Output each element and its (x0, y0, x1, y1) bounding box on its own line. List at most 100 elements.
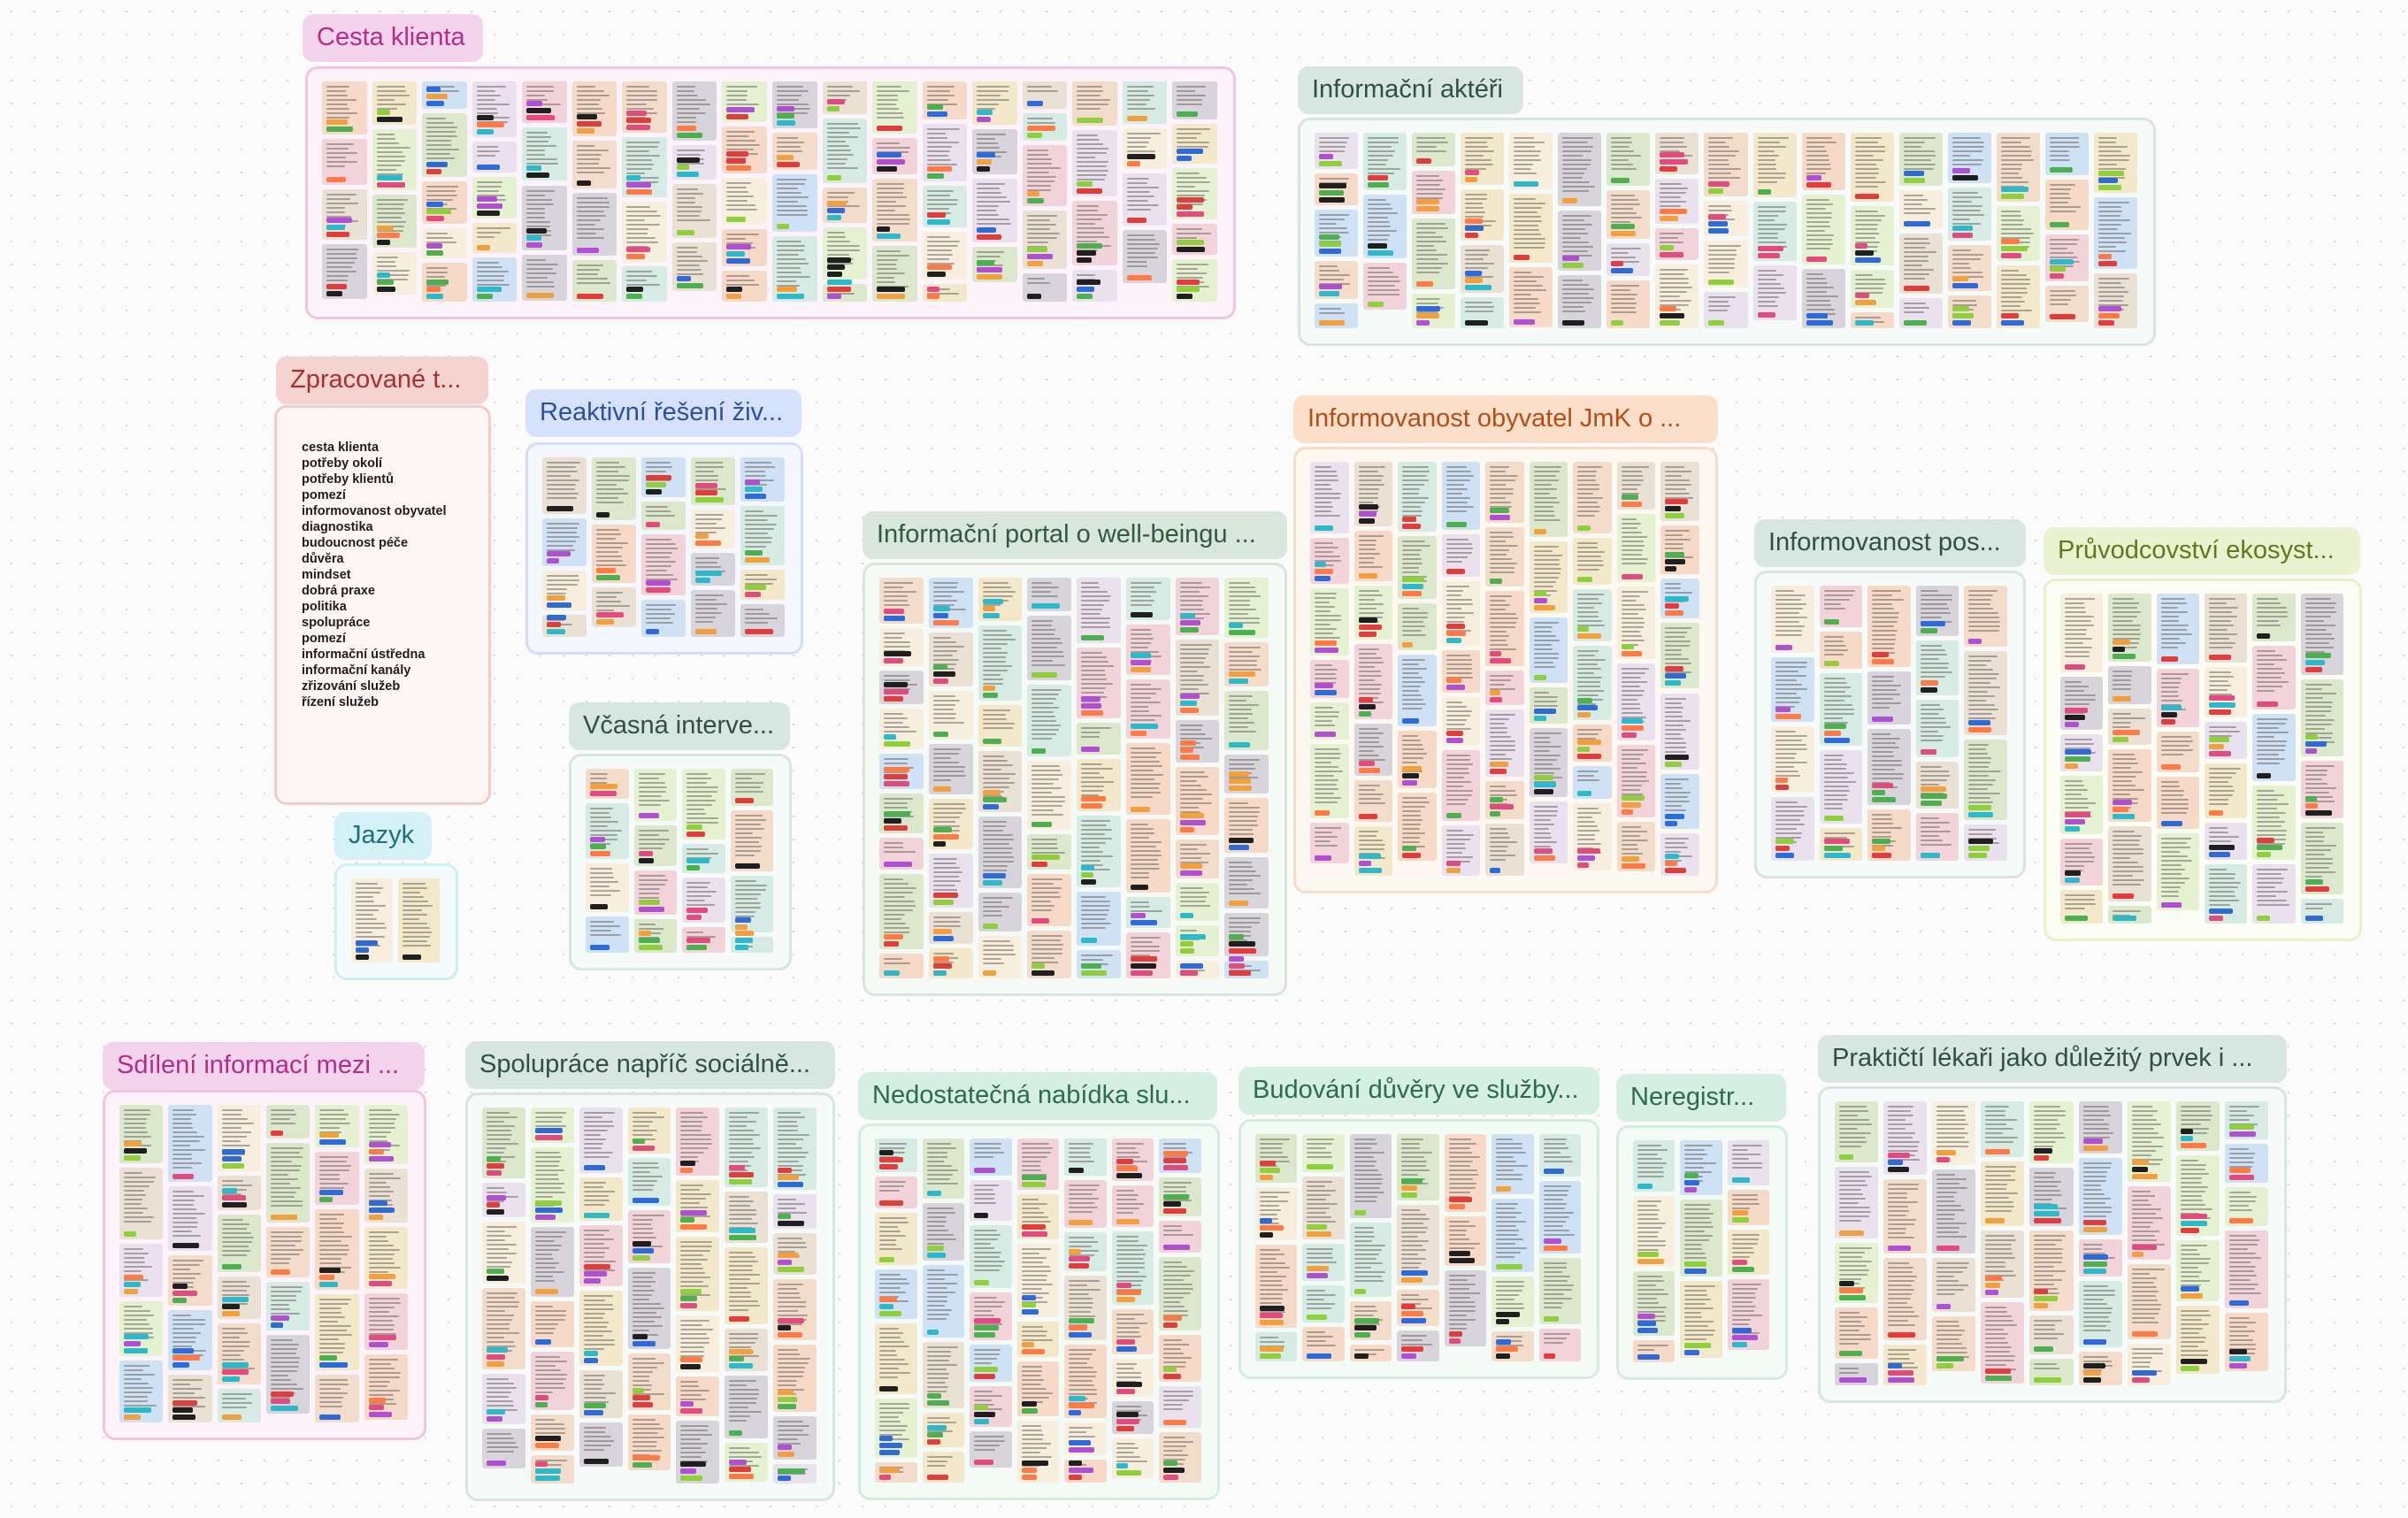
sticky-note[interactable] (586, 769, 629, 800)
sticky-note[interactable] (1752, 133, 1797, 197)
sticky-note[interactable] (530, 1301, 574, 1348)
sticky-note[interactable] (2156, 668, 2199, 727)
sticky-note[interactable] (740, 506, 785, 566)
sticky-note[interactable] (1125, 818, 1170, 893)
sticky-note[interactable] (1077, 816, 1121, 888)
sticky-note[interactable] (1996, 265, 2040, 328)
sticky-note[interactable] (1016, 1138, 1060, 1191)
sticky-note[interactable] (2093, 133, 2137, 193)
sticky-note[interactable] (1175, 924, 1220, 957)
sticky-note[interactable] (1315, 133, 1359, 170)
sticky-note[interactable] (872, 137, 917, 174)
sticky-note[interactable] (1064, 1138, 1107, 1177)
sticky-note[interactable] (922, 1413, 965, 1447)
sticky-note[interactable] (730, 810, 773, 871)
sticky-note[interactable] (1315, 173, 1359, 206)
sticky-note[interactable] (875, 1399, 917, 1459)
sticky-note[interactable] (1660, 693, 1699, 770)
sticky-note[interactable] (1801, 194, 1845, 264)
sticky-note[interactable] (1224, 857, 1269, 908)
sticky-note[interactable] (978, 893, 1023, 932)
sticky-note[interactable] (1077, 723, 1121, 755)
sticky-note[interactable] (315, 1293, 359, 1370)
sticky-note[interactable] (168, 1105, 212, 1183)
sticky-note[interactable] (1771, 726, 1814, 794)
sticky-note[interactable] (266, 1335, 311, 1414)
sticky-note[interactable] (1412, 218, 1456, 290)
sticky-note[interactable] (1175, 839, 1220, 878)
sticky-note[interactable] (676, 1236, 720, 1312)
sticky-note[interactable] (773, 1463, 817, 1484)
sticky-note[interactable] (1898, 133, 1943, 187)
sticky-note[interactable] (2300, 898, 2343, 924)
sticky-note[interactable] (1175, 766, 1220, 835)
sticky-note[interactable] (1485, 462, 1524, 523)
sticky-note[interactable] (482, 1222, 525, 1284)
sticky-note[interactable] (2205, 722, 2248, 759)
sticky-note[interactable] (1354, 780, 1393, 822)
sticky-note[interactable] (928, 743, 973, 794)
sticky-note[interactable] (1607, 280, 1651, 328)
sticky-note[interactable] (1915, 640, 1959, 695)
sticky-note[interactable] (879, 874, 924, 949)
sticky-note[interactable] (970, 1179, 1012, 1222)
sticky-note[interactable] (970, 1138, 1012, 1176)
sticky-note[interactable] (641, 501, 686, 531)
sticky-note[interactable] (1363, 133, 1407, 190)
sticky-note[interactable] (682, 769, 725, 840)
sticky-note[interactable] (671, 144, 717, 180)
sticky-note[interactable] (1016, 1421, 1060, 1483)
sticky-note[interactable] (364, 1105, 408, 1165)
sticky-note[interactable] (1077, 578, 1121, 643)
sticky-note[interactable] (1224, 798, 1269, 854)
sticky-note[interactable] (592, 457, 636, 520)
sticky-note[interactable] (978, 816, 1023, 889)
sticky-note[interactable] (1509, 193, 1553, 263)
sticky-note[interactable] (266, 1227, 311, 1278)
sticky-note[interactable] (372, 129, 418, 191)
sticky-note[interactable] (1441, 697, 1481, 746)
sticky-note[interactable] (1441, 650, 1481, 694)
sticky-note[interactable] (922, 232, 968, 280)
sticky-note[interactable] (522, 126, 567, 181)
sticky-note[interactable] (1573, 538, 1612, 585)
sticky-note[interactable] (627, 1108, 671, 1154)
sticky-note[interactable] (2108, 825, 2151, 902)
sticky-note[interactable] (622, 81, 667, 134)
sticky-note[interactable] (822, 187, 868, 223)
sticky-note[interactable] (1704, 292, 1748, 328)
sticky-note[interactable] (1175, 961, 1220, 978)
sticky-note[interactable] (1529, 727, 1568, 798)
sticky-note[interactable] (627, 1414, 671, 1470)
sticky-note[interactable] (372, 195, 418, 248)
sticky-note[interactable] (970, 1225, 1012, 1288)
sticky-note[interactable] (1752, 201, 1797, 262)
sticky-note[interactable] (586, 803, 629, 859)
sticky-note[interactable] (579, 1290, 623, 1367)
sticky-note[interactable] (1660, 623, 1699, 689)
sticky-note[interactable] (1125, 932, 1170, 978)
sticky-note[interactable] (879, 837, 924, 870)
sticky-note[interactable] (1022, 145, 1068, 206)
sticky-note[interactable] (1077, 892, 1121, 946)
sticky-note[interactable] (1558, 274, 1602, 328)
sticky-note[interactable] (922, 1451, 965, 1483)
sticky-note[interactable] (422, 113, 467, 177)
sticky-note[interactable] (772, 81, 817, 128)
sticky-note[interactable] (522, 254, 567, 302)
sticky-note[interactable] (1558, 133, 1602, 207)
sticky-note[interactable] (119, 1301, 164, 1356)
sticky-note[interactable] (2156, 731, 2199, 773)
sticky-note[interactable] (1573, 588, 1612, 641)
sticky-note[interactable] (875, 1269, 917, 1319)
sticky-note[interactable] (1172, 124, 1217, 165)
sticky-note[interactable] (482, 1373, 525, 1425)
sticky-note[interactable] (1125, 896, 1170, 929)
sticky-note[interactable] (2108, 666, 2151, 705)
sticky-note[interactable] (1529, 462, 1568, 538)
sticky-note[interactable] (1175, 578, 1220, 636)
sticky-note[interactable] (1573, 802, 1612, 870)
sticky-note[interactable] (1310, 660, 1349, 699)
sticky-note[interactable] (1224, 912, 1269, 957)
sticky-note[interactable] (2205, 864, 2248, 924)
